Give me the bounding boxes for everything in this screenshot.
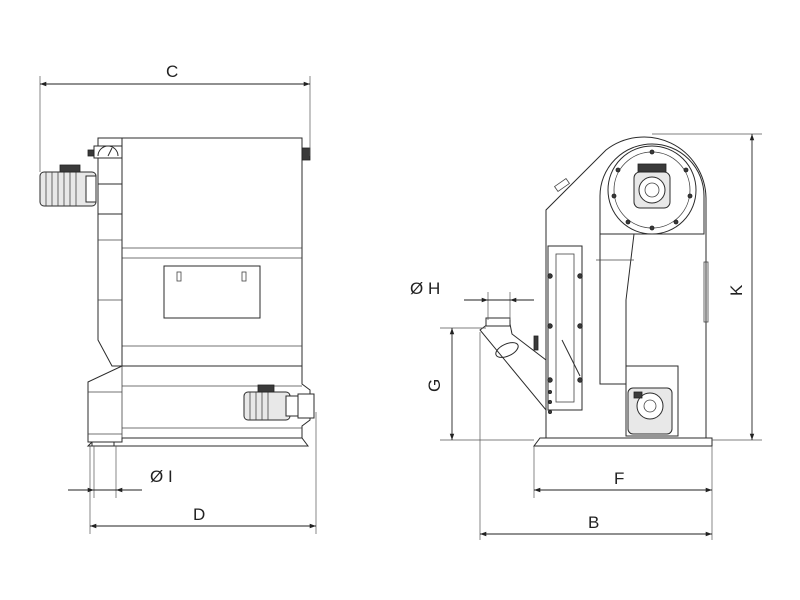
right-handle-icon — [301, 147, 311, 161]
left-column — [97, 137, 123, 367]
label-d: D — [193, 505, 205, 524]
inspection-panel — [163, 265, 261, 319]
label-b: B — [588, 513, 599, 532]
front-outlet — [91, 441, 115, 447]
front-upper-body — [121, 137, 303, 367]
label-i: Ø I — [150, 467, 173, 486]
gauge-icon — [87, 145, 123, 159]
junction-box — [97, 183, 123, 215]
side-base — [533, 437, 713, 447]
side-inspection-window — [547, 245, 583, 411]
feeder-motor-icon — [625, 365, 679, 437]
inlet-opening — [495, 342, 519, 358]
window-bolts — [547, 273, 583, 414]
lower-motor-icon — [243, 384, 315, 421]
upper-motor-icon — [39, 164, 97, 207]
front-view — [39, 137, 315, 447]
bolt-ring — [611, 149, 693, 231]
label-h: Ø H — [410, 279, 440, 298]
side-chute — [599, 233, 635, 385]
label-k: K — [727, 284, 746, 296]
front-base — [86, 437, 309, 447]
side-top-handle — [553, 177, 571, 193]
label-f: F — [614, 469, 624, 488]
side-right-plate — [703, 261, 709, 323]
label-c: C — [166, 62, 178, 81]
drum-motor-icon — [633, 163, 671, 209]
dimension-lines — [39, 76, 762, 540]
dimension-labels: C D Ø I Ø H F B G K — [150, 62, 746, 532]
side-view — [479, 136, 713, 447]
label-g: G — [425, 379, 444, 392]
